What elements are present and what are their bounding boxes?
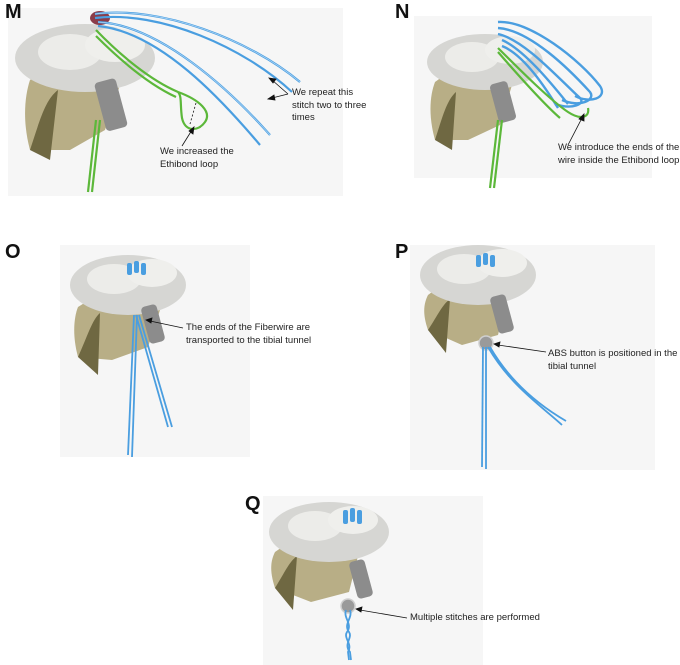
fiberwire-stitch [343, 508, 362, 524]
panel-n: N We introduce the ends of the wire insi… [390, 0, 680, 200]
annotation-arrows [145, 317, 184, 329]
panel-o: O The ends of the Fiberwire are transpor… [0, 235, 345, 460]
ethibond-loop [86, 29, 208, 193]
panel-caption: Multiple stitches are performed [410, 612, 540, 623]
panel-caption: The ends of the Fiberwire are transporte… [186, 322, 312, 346]
lateral-meniscus [477, 249, 527, 277]
panel-m: M We repeat this stitch two to three tim… [0, 0, 366, 200]
bone-plate [490, 294, 514, 334]
panel-caption: We introduce the ends of the wire inside… [558, 142, 680, 166]
annotation-arrows [493, 341, 547, 353]
abs-button [340, 598, 356, 614]
panel-caption-2: We increased the Ethibond loop [160, 146, 234, 170]
fibula [78, 313, 100, 375]
fibula [30, 90, 58, 160]
knee-model [269, 502, 389, 610]
fiberwire [481, 346, 567, 469]
fibula [275, 556, 297, 610]
panel-caption: We repeat this stitch two to three times [292, 87, 367, 123]
panel-n-illustration [414, 16, 652, 189]
panel-q-illustration [263, 496, 483, 665]
panel-letter: N [395, 1, 410, 23]
knee-model [70, 255, 186, 375]
ethibond-loop [488, 47, 590, 189]
knee-model [427, 34, 543, 150]
panel-letter: Q [245, 493, 261, 515]
fibula [428, 299, 450, 353]
fiberwire-highlight [94, 12, 301, 136]
annotation-arrows [355, 606, 408, 619]
annotation-arrows [181, 77, 289, 147]
panel-p: P ABS button is positioned in the tibial… [390, 235, 680, 470]
panel-q: Q Multiple stitches are performed [245, 488, 680, 665]
bone-plate [490, 81, 516, 123]
lateral-meniscus [127, 259, 177, 287]
panel-caption: ABS button is positioned in the tibial t… [548, 348, 678, 372]
bone-plate [349, 559, 373, 599]
fibula [435, 92, 456, 150]
knee-model [420, 245, 536, 353]
panel-letter: P [395, 241, 409, 263]
lateral-meniscus [85, 28, 145, 62]
bone-plate [94, 78, 128, 131]
panel-m-illustration [8, 8, 343, 196]
panel-letter: O [5, 241, 21, 263]
bone-plate [141, 304, 165, 344]
fiberwire [344, 609, 352, 661]
fiberwire [127, 314, 173, 458]
panel-o-illustration [60, 245, 250, 458]
annotation-arrows [567, 113, 585, 146]
panel-letter: M [5, 1, 22, 23]
fiberwire-stitch [476, 253, 495, 267]
panel-p-illustration [410, 245, 655, 470]
fiberwire-stitch [127, 261, 146, 275]
